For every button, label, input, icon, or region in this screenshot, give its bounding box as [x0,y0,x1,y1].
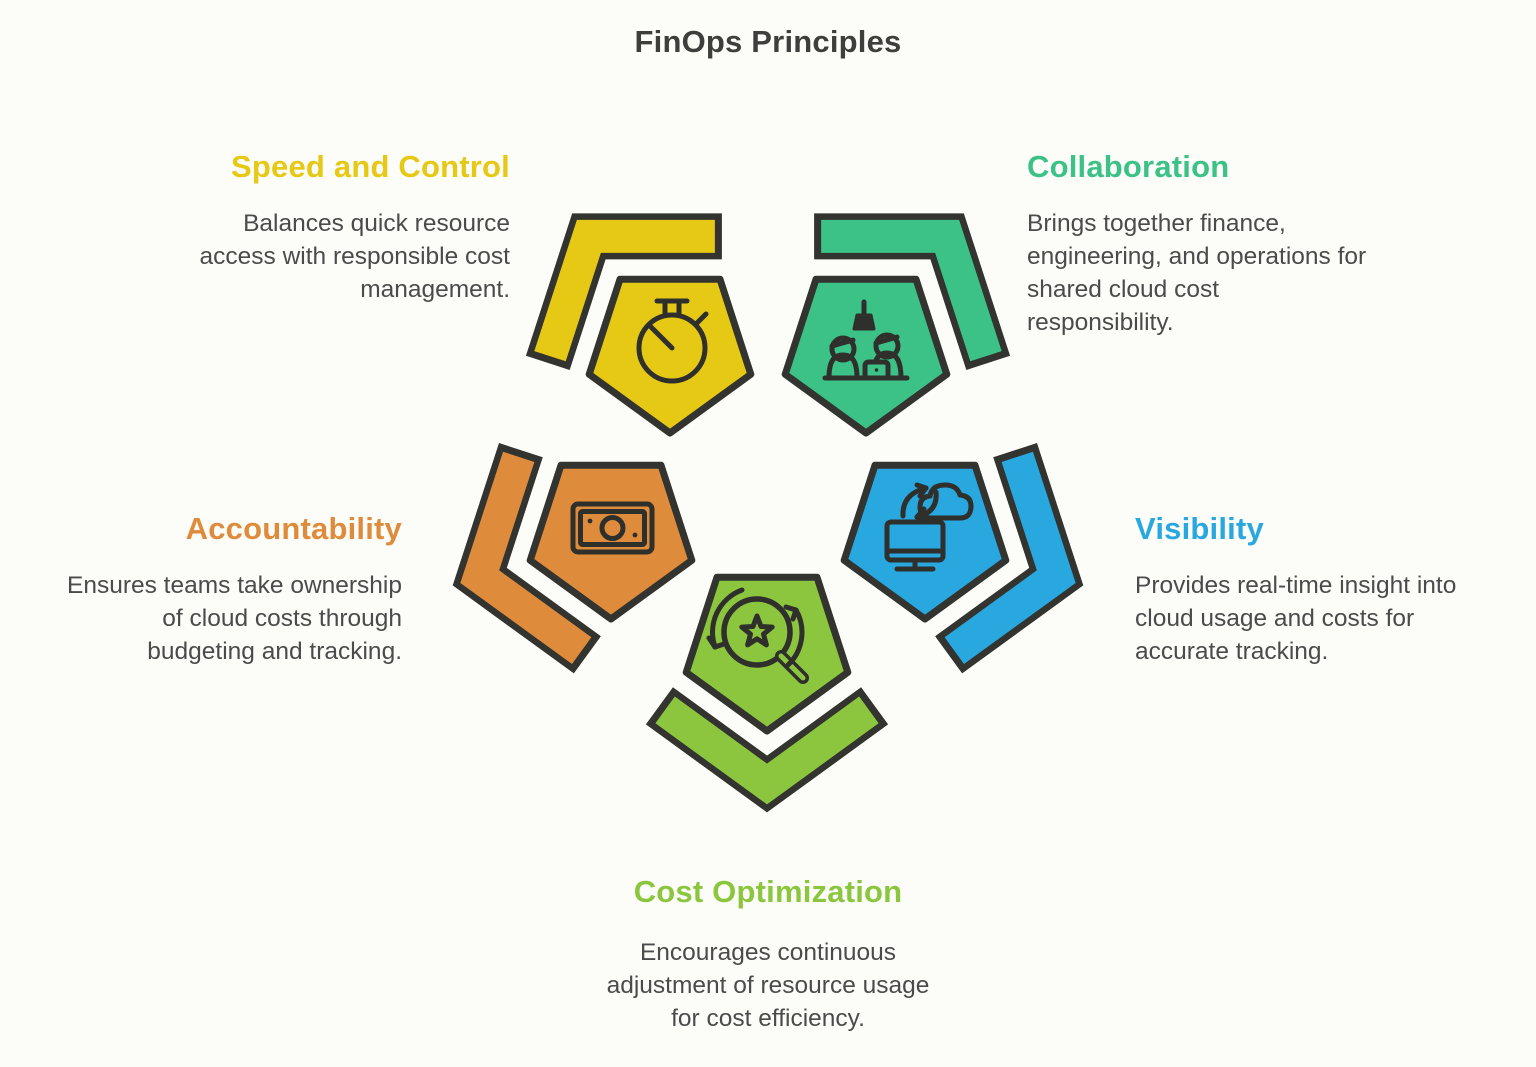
principle-description: Brings together finance, engineering, an… [1027,209,1367,336]
principle-description: Provides real-time insight into cloud us… [1135,571,1457,665]
page-title: FinOps Principles [634,24,902,59]
visibility-shape [840,443,1084,674]
cloud-sync-monitor-icon [884,482,974,572]
pentagon [840,461,1010,623]
principle-block-accountability: Accountability Ensures teams take owners… [40,511,402,668]
principle-title: Collaboration [1027,149,1230,184]
principle-block-speed-and-control: Speed and Control Balances quick resourc… [150,149,510,306]
people-desk-icon [822,299,910,381]
stopwatch-icon [636,298,709,384]
principle-block-collaboration: Collaboration Brings together finance, e… [1027,149,1427,339]
pentagon [526,461,696,623]
chevron-band [645,687,889,813]
principle-title: Accountability [185,511,402,546]
cost-optimization-shape [645,573,889,813]
chevron-band [525,213,722,370]
pentagon [781,275,951,437]
chevron-band [452,443,601,674]
principle-title: Cost Optimization [633,874,903,909]
principle-description: Encourages continuous adjustment of reso… [606,938,930,1032]
principle-block-cost-optimization: Cost Optimization Encourages continuous … [542,874,994,1035]
banknote-icon [570,501,655,555]
principle-title: Visibility [1135,511,1264,546]
principle-description: Ensures teams take ownership of cloud co… [67,571,402,665]
principle-block-visibility: Visibility Provides real-time insight in… [1135,511,1515,668]
accountability-shape [452,443,696,674]
principle-title: Speed and Control [231,149,510,184]
collaboration-shape [781,213,1011,437]
speed-and-control-shape [525,213,755,437]
chevron-band [814,213,1011,370]
chevron-band [935,443,1084,674]
pentagon [682,573,852,735]
principle-description: Balances quick resource access with resp… [199,209,510,303]
pentagon [585,275,755,437]
star-magnifier-refresh-icon [706,587,809,684]
